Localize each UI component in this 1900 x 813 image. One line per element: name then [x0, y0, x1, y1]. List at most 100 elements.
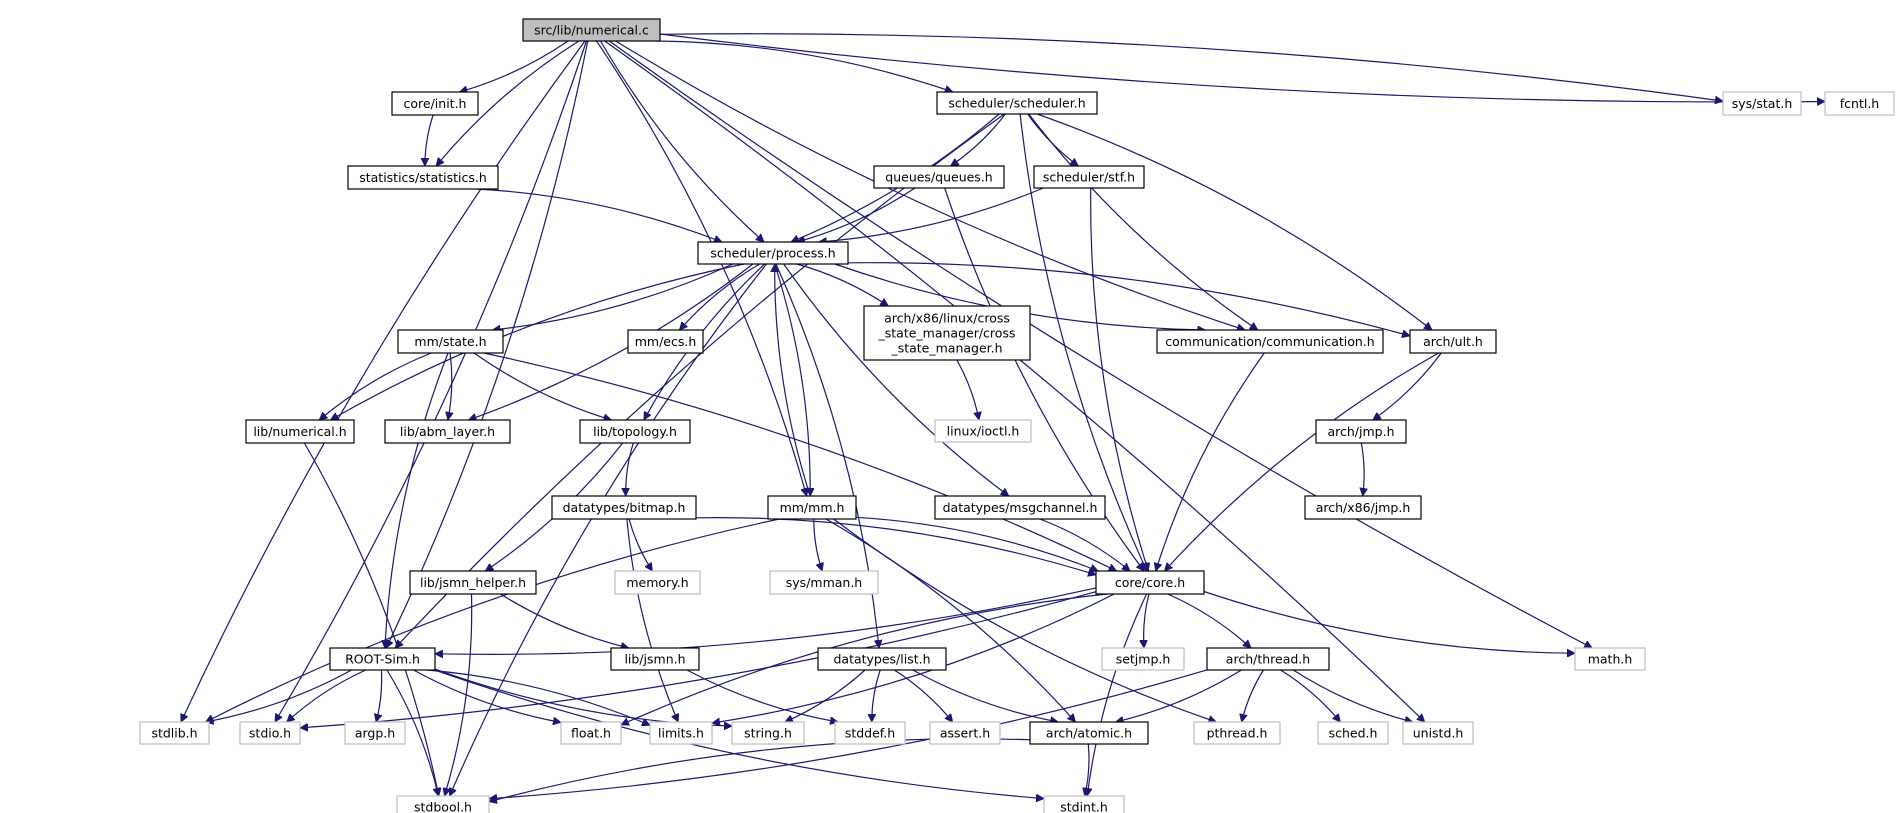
node-rootsim[interactable]: ROOT-Sim.h — [329, 647, 436, 671]
node-label: datatypes/list.h — [833, 652, 930, 667]
node-pthread: pthread.h — [1193, 721, 1281, 745]
node-label: arch/thread.h — [1226, 652, 1310, 667]
node-cross[interactable]: arch/x86/linux/cross_state_manager/cross… — [863, 305, 1031, 361]
node-box — [1409, 329, 1497, 354]
edge-core-to-thread — [1167, 593, 1251, 648]
node-box — [936, 91, 1098, 115]
node-label: assert.h — [940, 726, 990, 741]
node-stf[interactable]: scheduler/stf.h — [1033, 165, 1145, 189]
node-box — [344, 721, 406, 745]
edge-comm-to-core — [1156, 352, 1265, 571]
edge-core-to-float — [621, 593, 1108, 725]
edge-root-to-sched — [655, 40, 953, 92]
node-box — [1317, 721, 1389, 745]
node-box — [397, 329, 504, 354]
node-box — [1304, 495, 1422, 520]
node-label: setjmp.h — [1116, 652, 1171, 667]
node-libnum[interactable]: lib/numerical.h — [245, 419, 355, 444]
edge-process-to-stdbool — [450, 263, 767, 796]
node-state[interactable]: mm/state.h — [397, 329, 504, 354]
node-label: statistics/statistics.h — [359, 170, 487, 185]
node-fcntl: fcntl.h — [1824, 91, 1895, 116]
edge-root-to-process — [599, 40, 765, 242]
node-label: mm/state.h — [414, 334, 486, 349]
node-box — [551, 495, 697, 520]
node-box — [139, 721, 210, 745]
node-label: arch/x86/jmp.h — [1316, 500, 1411, 515]
node-memory: memory.h — [614, 570, 701, 595]
node-box — [522, 18, 661, 42]
node-box — [934, 495, 1106, 520]
node-stdint: stdint.h — [1043, 795, 1125, 813]
node-root[interactable]: src/lib/numerical.c — [522, 18, 661, 42]
edge-jmp-to-x86jmp — [1361, 442, 1364, 496]
edge-process-to-abm — [469, 263, 754, 420]
node-label: lib/jsmn_helper.h — [420, 575, 526, 590]
node-topo[interactable]: lib/topology.h — [579, 419, 691, 444]
node-box — [239, 721, 301, 745]
node-jmp[interactable]: arch/jmp.h — [1315, 419, 1407, 444]
node-mm[interactable]: mm/mm.h — [767, 495, 857, 520]
node-comm[interactable]: communication/communication.h — [1156, 329, 1384, 354]
node-label: math.h — [1588, 652, 1633, 667]
edge-rootsim-to-limits — [426, 669, 650, 725]
node-label: lib/topology.h — [593, 424, 677, 439]
node-x86jmp[interactable]: arch/x86/jmp.h — [1304, 495, 1422, 520]
node-queues[interactable]: queues/queues.h — [873, 165, 1005, 189]
node-abm[interactable]: lib/abm_layer.h — [384, 419, 511, 444]
edge-rootsim-to-stdio — [287, 669, 367, 722]
node-unistd: unistd.h — [1402, 721, 1474, 745]
edge-sched-to-core — [1019, 113, 1147, 571]
edge-root-to-init — [460, 40, 569, 92]
node-box — [409, 570, 537, 595]
node-label: memory.h — [626, 575, 688, 590]
edge-mm-to-sysmman — [813, 518, 822, 571]
node-argp: argp.h — [344, 721, 406, 745]
node-atomic[interactable]: arch/atomic.h — [1029, 721, 1149, 745]
node-label: argp.h — [355, 726, 395, 741]
node-stdio: stdio.h — [239, 721, 301, 745]
node-label: arch/x86/linux/cross — [884, 311, 1010, 326]
node-bitmap[interactable]: datatypes/bitmap.h — [551, 495, 697, 520]
node-sysmman: sys/mman.h — [769, 570, 879, 595]
node-msgch[interactable]: datatypes/msgchannel.h — [934, 495, 1106, 520]
node-label: ROOT-Sim.h — [345, 652, 420, 667]
edge-core-to-setjmp — [1144, 593, 1150, 648]
node-label: scheduler/scheduler.h — [948, 96, 1085, 111]
edge-rootsim-to-float — [413, 669, 562, 722]
node-jsmnh[interactable]: lib/jsmn_helper.h — [409, 570, 537, 595]
node-label: string.h — [744, 726, 792, 741]
edge-list-to-string — [785, 669, 866, 722]
edge-stf-to-core — [1090, 187, 1149, 571]
edge-sched-to-rootsim — [395, 113, 1005, 648]
node-core[interactable]: core/core.h — [1095, 570, 1205, 595]
node-process[interactable]: scheduler/process.h — [697, 241, 849, 265]
node-sysstat: sys/stat.h — [1722, 91, 1802, 116]
node-box — [1824, 91, 1895, 116]
edge-mm-to-stdlib — [206, 518, 780, 723]
node-box — [1193, 721, 1281, 745]
node-stdlib: stdlib.h — [139, 721, 210, 745]
node-box — [1101, 647, 1185, 671]
node-label: sys/stat.h — [1732, 96, 1793, 111]
node-label: arch/atomic.h — [1046, 726, 1132, 741]
node-ult[interactable]: arch/ult.h — [1409, 329, 1497, 354]
edge-cross-to-ioctl — [956, 359, 979, 420]
node-ecs[interactable]: mm/ecs.h — [627, 329, 704, 354]
node-list[interactable]: datatypes/list.h — [817, 647, 947, 671]
node-label: core/core.h — [1115, 575, 1185, 590]
edge-thread-to-stdbool — [489, 669, 1208, 799]
edge-process-to-mm — [774, 263, 811, 496]
node-setjmp: setjmp.h — [1101, 647, 1185, 671]
node-label: core/init.h — [404, 96, 467, 111]
node-sched[interactable]: scheduler/scheduler.h — [936, 91, 1098, 115]
node-box — [1043, 795, 1125, 813]
edge-state-to-rootsim — [385, 352, 449, 648]
node-thread[interactable]: arch/thread.h — [1206, 647, 1330, 671]
node-box — [396, 795, 490, 813]
node-init[interactable]: core/init.h — [391, 91, 479, 116]
node-label: src/lib/numerical.c — [534, 23, 649, 38]
node-jsmn[interactable]: lib/jsmn.h — [610, 647, 700, 671]
node-stats[interactable]: statistics/statistics.h — [347, 165, 499, 190]
node-label: stdint.h — [1060, 800, 1108, 813]
